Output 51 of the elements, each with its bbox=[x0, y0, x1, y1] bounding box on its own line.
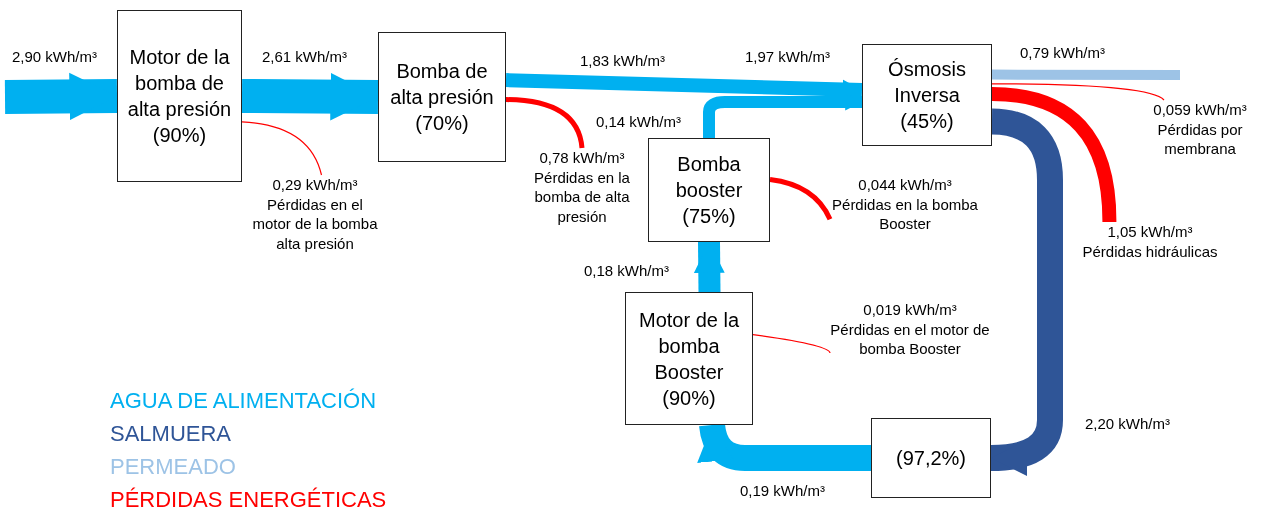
flow-label: 1,83 kWh/m³ bbox=[580, 52, 666, 69]
legend-entry: PÉRDIDAS ENERGÉTICAS bbox=[110, 487, 387, 513]
efficiency-value: (90%) bbox=[152, 123, 207, 148]
flow-label: 1,97 kWh/m³ bbox=[745, 48, 831, 65]
legend-entry: SALMUERA bbox=[110, 421, 232, 447]
leader-line bbox=[991, 83, 1165, 101]
loss-description: Pérdidas en el motor de la bomba alta presión bbox=[251, 194, 379, 253]
box-title: Motor de la bomba Booster bbox=[637, 307, 741, 385]
flow-arrow bbox=[693, 241, 725, 293]
box-title: Bomba booster bbox=[674, 152, 744, 203]
loss-value: 0,78 kWh/m³ bbox=[539, 148, 625, 168]
loss-description: Pérdidas por membrana bbox=[1156, 119, 1244, 159]
loss-value: 0,29 kWh/m³ bbox=[272, 175, 358, 195]
loss-value: 0,044 kWh/m³ bbox=[858, 175, 952, 195]
process-box bbox=[625, 292, 753, 425]
flow-arrow bbox=[4, 72, 118, 121]
flow-arrow bbox=[241, 72, 379, 121]
loss-value: 0,019 kWh/m³ bbox=[863, 300, 957, 320]
leader-line bbox=[752, 334, 831, 354]
flow-label: 0,19 kWh/m³ bbox=[740, 482, 826, 499]
flow-label: 2,20 kWh/m³ bbox=[1085, 415, 1171, 432]
legend-entry: PERMEADO bbox=[110, 454, 236, 480]
flow-arrow bbox=[698, 423, 871, 471]
efficiency-value: (70%) bbox=[415, 111, 469, 136]
efficiency-value: (75%) bbox=[682, 204, 736, 229]
loss-value: 1,05 kWh/m³ bbox=[1107, 222, 1193, 242]
loss-description: Pérdidas en la bomba Booster bbox=[831, 194, 979, 234]
box-title: (97,2%) bbox=[896, 446, 966, 471]
loss-description: Pérdidas en el motor de bomba Booster bbox=[830, 319, 990, 359]
process-box bbox=[862, 44, 992, 146]
process-box bbox=[378, 32, 506, 162]
leader-line bbox=[241, 121, 323, 176]
process-box bbox=[648, 138, 770, 242]
legend-entry: AGUA DE ALIMENTACIÓN bbox=[110, 388, 377, 414]
process-box bbox=[117, 10, 242, 182]
flow-label: 2,61 kWh/m³ bbox=[262, 48, 348, 65]
process-box bbox=[871, 418, 991, 498]
flow-label: 0,18 kWh/m³ bbox=[584, 262, 670, 279]
efficiency-value: (90%) bbox=[662, 385, 716, 411]
efficiency-value: (45%) bbox=[900, 109, 954, 134]
box-title: Motor de la bomba de alta presión bbox=[126, 45, 233, 122]
flow-label: 0,14 kWh/m³ bbox=[596, 113, 682, 130]
flow-arrow bbox=[703, 93, 862, 138]
loss-description: Pérdidas en la bomba de alta presión bbox=[533, 167, 631, 226]
flow-label: 0,79 kWh/m³ bbox=[1020, 44, 1106, 61]
loss-description: Pérdidas hidráulicas bbox=[1082, 241, 1218, 261]
box-title: Ósmosis Inversa bbox=[887, 57, 967, 108]
loss-value: 0,059 kWh/m³ bbox=[1153, 100, 1247, 120]
flow-arrow bbox=[990, 108, 1063, 476]
flow-label: 2,90 kWh/m³ bbox=[12, 48, 98, 65]
box-title: Bomba de alta presión bbox=[389, 59, 495, 110]
